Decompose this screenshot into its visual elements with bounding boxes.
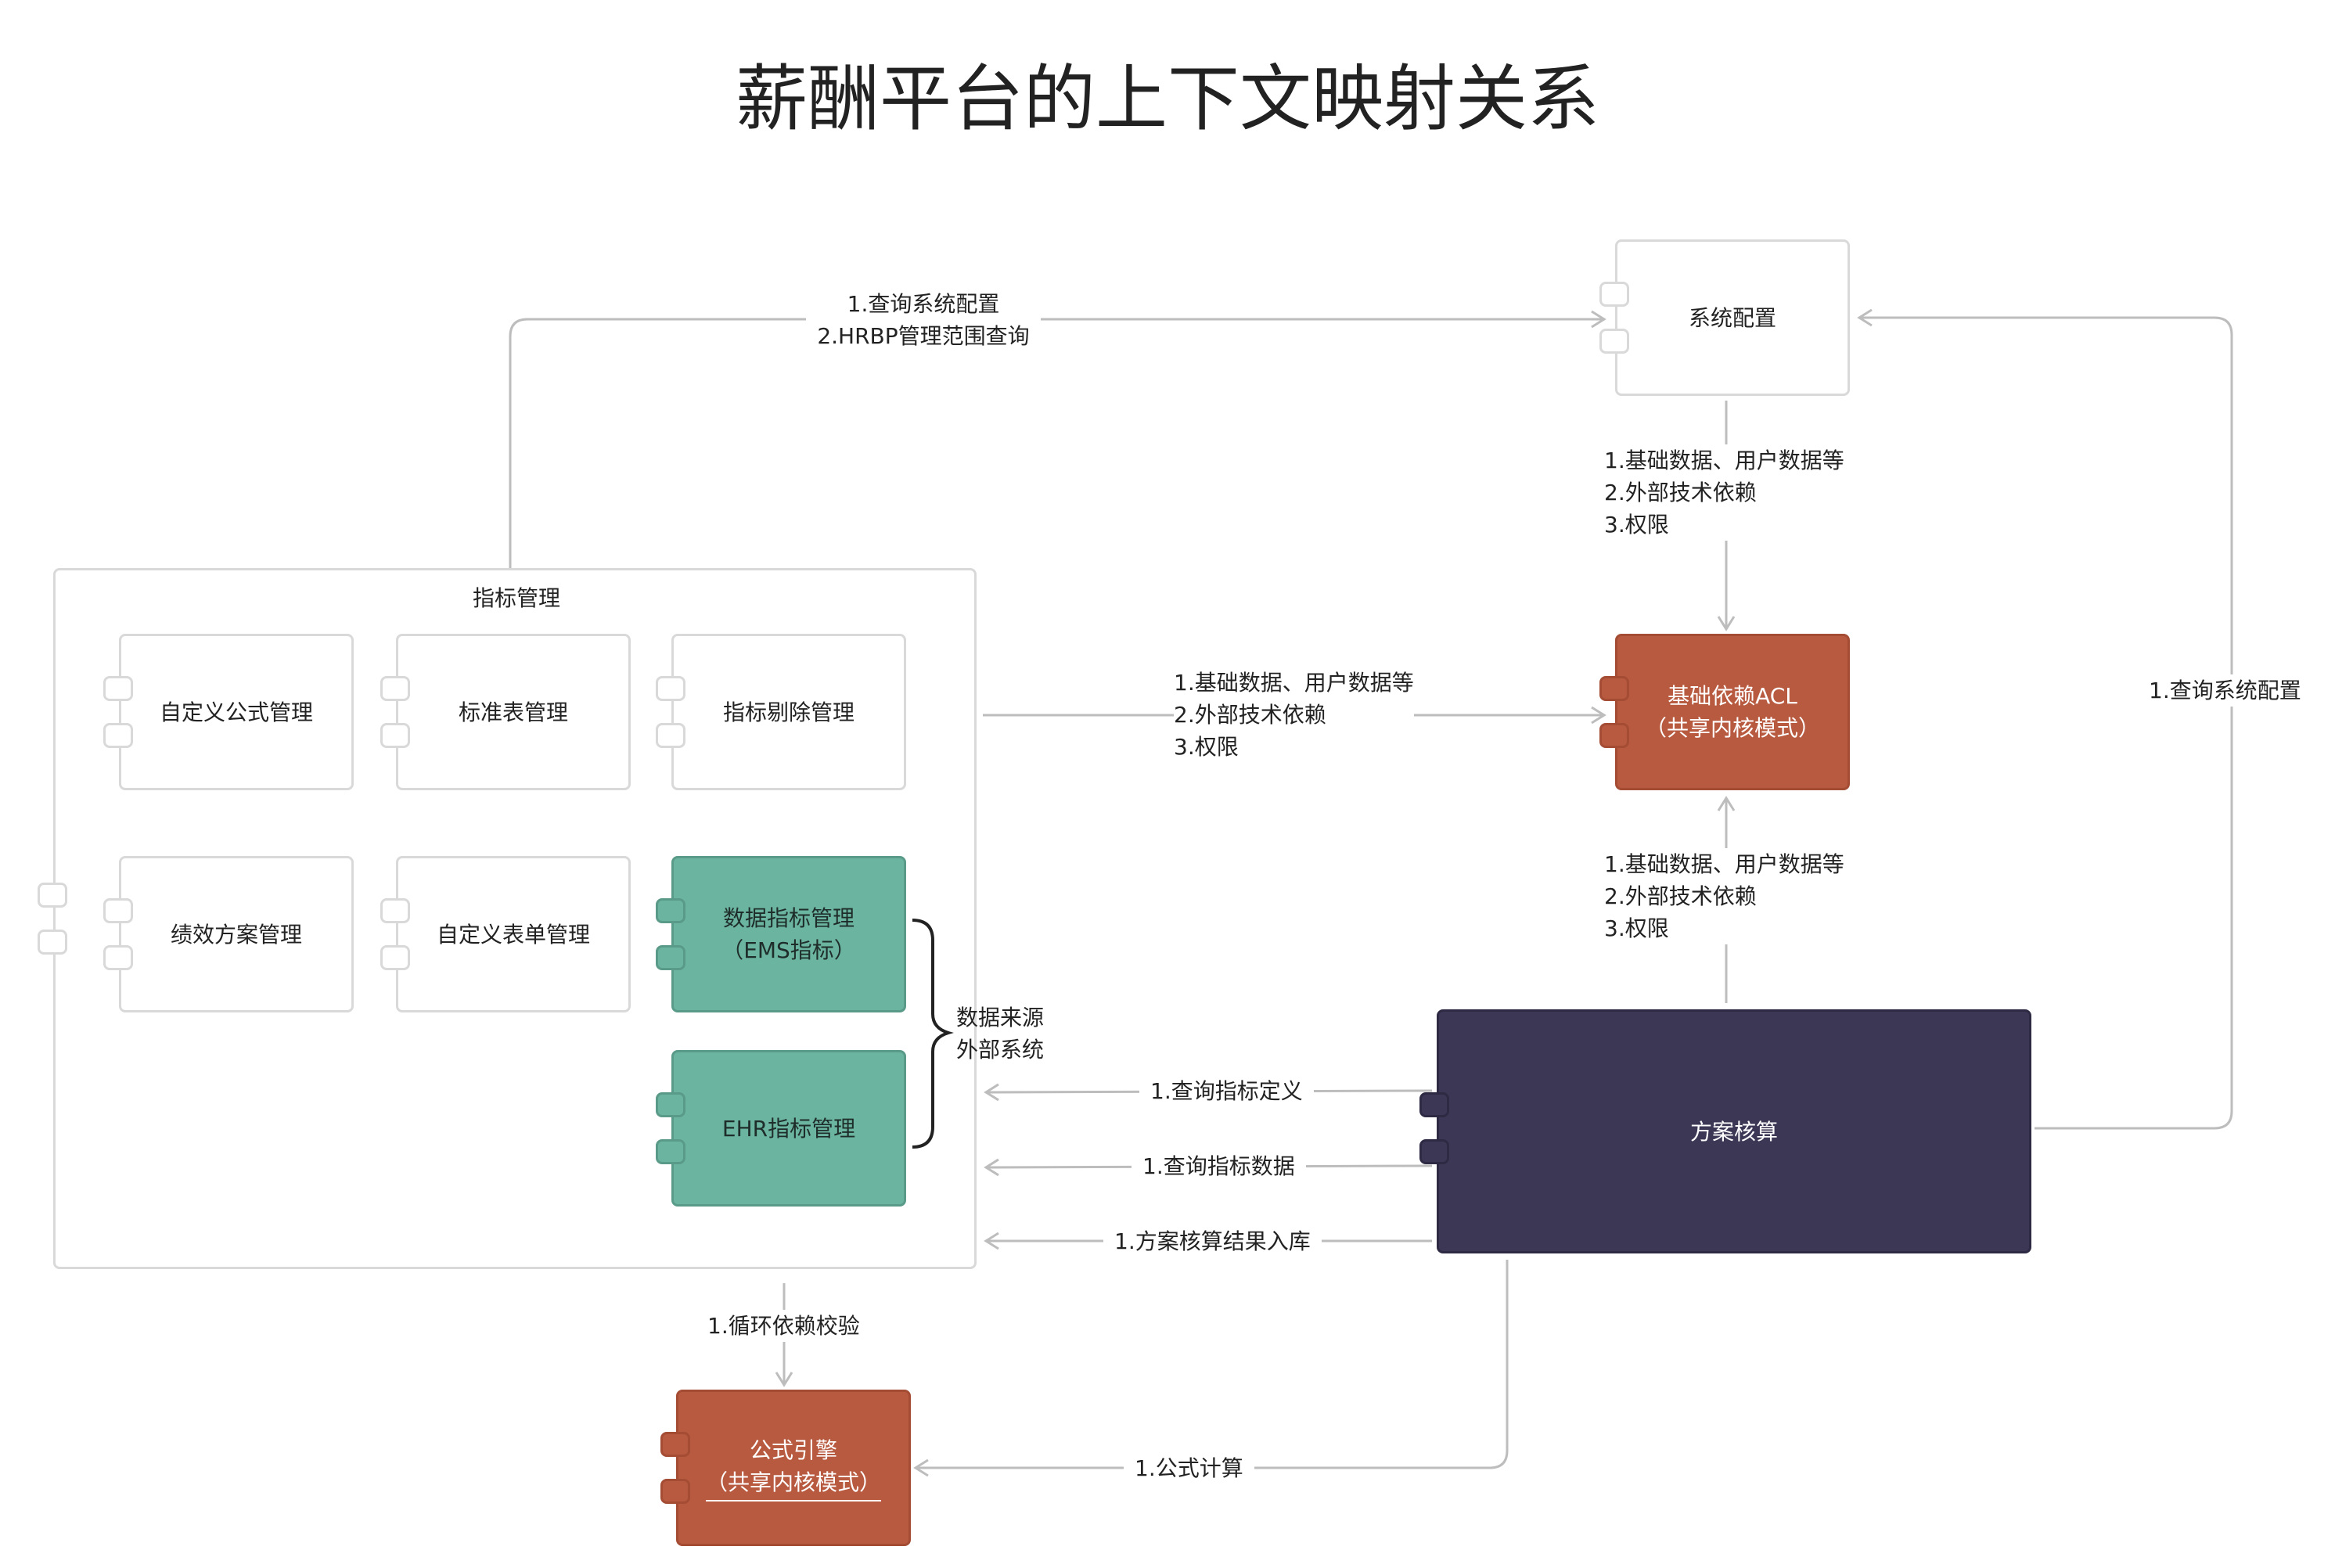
edge-label-line: 1.查询系统配置 [847, 291, 1000, 317]
indicator-management-title: 指标管理 [472, 585, 560, 611]
system-config-port-bottom [1599, 329, 1629, 354]
edge-label-line: 3.权限 [1174, 734, 1239, 760]
plan-calculation-port-bottom [1419, 1139, 1449, 1164]
edge-label-line: 2.HRBP管理范围查询 [817, 323, 1030, 349]
edge-label-mgmt-acl: 1.基础数据、用户数据等 2.外部技术依赖 3.权限 [1174, 667, 1414, 763]
performance-plan-box[interactable]: 绩效方案管理 [119, 856, 354, 1012]
ehr-indicator-label: EHR指标管理 [721, 1115, 856, 1142]
edge-label-mgmt-config: 1.查询系统配置 2.HRBP管理范围查询 [806, 288, 1041, 352]
edge-label-result-store: 1.方案核算结果入库 [1103, 1225, 1322, 1257]
plan-calculation-label: 方案核算 [1689, 1118, 1778, 1145]
edge-label-line: 3.权限 [1604, 512, 1669, 538]
indicator-management-port-top [38, 883, 67, 908]
edge-label-line: 2.外部技术依赖 [1604, 480, 1757, 505]
base-acl-port-top [1599, 676, 1629, 701]
page-title: 薪酬平台的上下文映射关系 [735, 57, 1599, 141]
edge-label-line: 1.基础数据、用户数据等 [1604, 851, 1844, 877]
edge-label-line: 3.权限 [1604, 915, 1669, 941]
custom-formula-port-top [103, 676, 133, 701]
formula-engine-box[interactable]: 公式引擎 （共享内核模式） [676, 1390, 911, 1546]
custom-formula-box[interactable]: 自定义公式管理 [119, 634, 354, 790]
edge-label-config-acl: 1.基础数据、用户数据等 2.外部技术依赖 3.权限 [1604, 444, 1844, 541]
edge-label-cycle-check: 1.循环依赖校验 [696, 1310, 871, 1342]
edge-formula-calc [913, 1260, 1509, 1477]
edge-label-line: 1.基础数据、用户数据等 [1174, 670, 1414, 696]
data-indicator-box[interactable]: 数据指标管理 （EMS指标） [671, 856, 906, 1012]
data-indicator-port-top [656, 898, 685, 923]
edge-label-query-definition: 1.查询指标定义 [1139, 1075, 1314, 1107]
indicator-remove-box[interactable]: 指标剔除管理 [671, 634, 906, 790]
base-acl-port-bottom [1599, 723, 1629, 748]
custom-formula-port-bottom [103, 723, 133, 748]
standard-table-port-top [380, 676, 410, 701]
formula-engine-port-bottom [660, 1479, 690, 1504]
ehr-indicator-port-bottom [656, 1139, 685, 1164]
edge-mgmt-to-config [509, 310, 1606, 568]
edge-label-line: 2.外部技术依赖 [1604, 883, 1757, 909]
data-source-brace [912, 919, 954, 1149]
custom-form-label: 自定义表单管理 [436, 921, 590, 948]
formula-engine-label: 公式引擎 [749, 1437, 837, 1463]
system-config-label: 系统配置 [1688, 304, 1776, 331]
custom-form-port-top [380, 898, 410, 923]
standard-table-port-bottom [380, 723, 410, 748]
base-acl-label: 基础依赖ACL [1668, 683, 1797, 709]
plan-calculation-box[interactable]: 方案核算 [1437, 1009, 2031, 1253]
custom-form-box[interactable]: 自定义表单管理 [396, 856, 631, 1012]
data-indicator-port-bottom [656, 945, 685, 970]
ehr-indicator-port-top [656, 1092, 685, 1117]
edge-label-line: 2.外部技术依赖 [1174, 702, 1326, 728]
edge-label-calc-acl: 1.基础数据、用户数据等 2.外部技术依赖 3.权限 [1604, 848, 1844, 944]
base-acl-sublabel: （共享内核模式） [1644, 715, 1820, 741]
formula-engine-sublabel: （共享内核模式） [705, 1469, 881, 1495]
standard-table-box[interactable]: 标准表管理 [396, 634, 631, 790]
data-source-line: 数据来源 [956, 1005, 1045, 1030]
edge-calc-to-config [1857, 308, 2233, 1130]
edge-label-line: 1.基础数据、用户数据等 [1604, 448, 1844, 473]
edge-label-calc-config: 1.查询系统配置 [2149, 674, 2301, 707]
indicator-management-container[interactable] [53, 568, 977, 1269]
system-config-port-top [1599, 282, 1629, 307]
edge-label-query-data: 1.查询指标数据 [1132, 1150, 1306, 1182]
plan-calculation-port-top [1419, 1092, 1449, 1117]
ehr-indicator-box[interactable]: EHR指标管理 [671, 1050, 906, 1207]
edge-label-formula-calc: 1.公式计算 [1124, 1452, 1254, 1484]
custom-formula-label: 自定义公式管理 [159, 699, 313, 725]
indicator-remove-port-top [656, 676, 685, 701]
performance-plan-port-top [103, 898, 133, 923]
data-indicator-sublabel: （EMS指标） [721, 937, 856, 963]
base-acl-box[interactable]: 基础依赖ACL （共享内核模式） [1615, 634, 1850, 790]
system-config-box[interactable]: 系统配置 [1615, 239, 1850, 396]
formula-engine-port-top [660, 1432, 690, 1457]
data-indicator-label: 数据指标管理 [722, 905, 854, 931]
indicator-remove-label: 指标剔除管理 [722, 699, 854, 725]
data-source-label: 数据来源 外部系统 [956, 1002, 1044, 1066]
indicator-remove-port-bottom [656, 723, 685, 748]
custom-form-port-bottom [380, 945, 410, 970]
indicator-management-port-bottom [38, 930, 67, 955]
data-source-line: 外部系统 [956, 1037, 1045, 1063]
performance-plan-label: 绩效方案管理 [170, 921, 302, 948]
performance-plan-port-bottom [103, 945, 133, 970]
standard-table-label: 标准表管理 [458, 699, 568, 725]
